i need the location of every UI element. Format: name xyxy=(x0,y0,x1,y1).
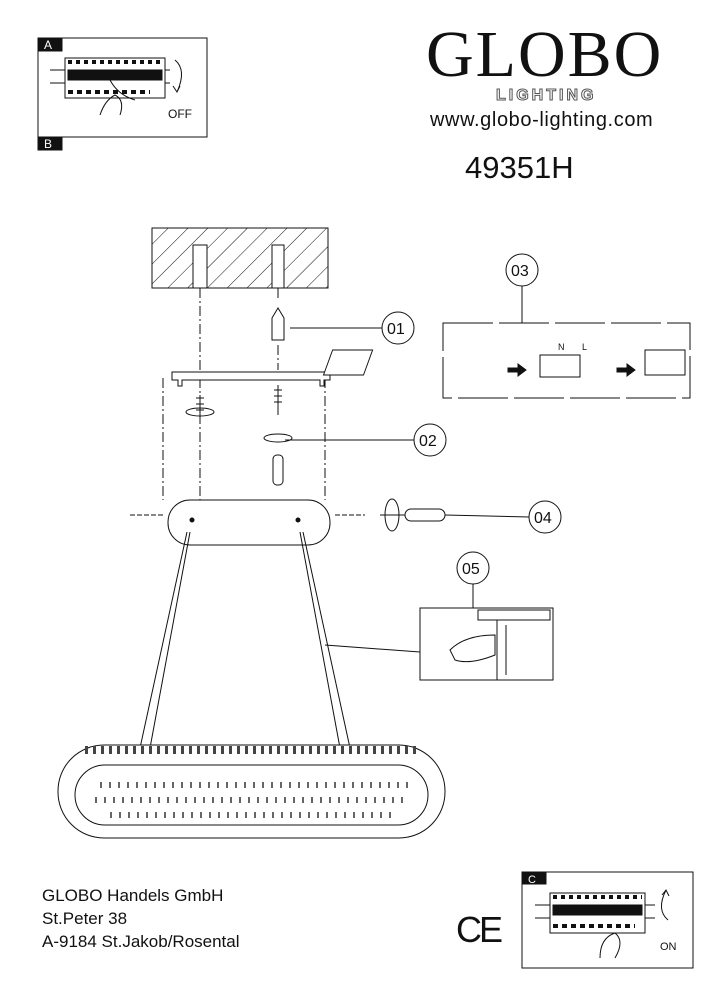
canopy xyxy=(167,499,331,546)
callout-02: 02 xyxy=(419,433,437,450)
live-label: L xyxy=(582,342,587,352)
panel-power-off: A B OFF xyxy=(37,37,208,151)
wall-plug-icon xyxy=(271,307,285,341)
lamp-body xyxy=(57,744,446,839)
panel-b-label: B xyxy=(44,137,52,151)
arrow-icon xyxy=(507,363,527,377)
arrow-icon xyxy=(616,363,636,377)
brand-url: www.globo-lighting.com xyxy=(430,109,654,131)
callout-01: 01 xyxy=(387,321,405,338)
rotate-arrow-icon xyxy=(661,889,670,921)
ce-mark: CE xyxy=(456,909,503,950)
address-line-1: GLOBO Handels GmbH xyxy=(42,886,224,905)
panel-power-on: C ON xyxy=(521,871,694,969)
screw-icon xyxy=(196,385,282,423)
address-line-2: St.Peter 38 xyxy=(42,909,128,928)
height-adjust-panel xyxy=(419,607,554,681)
address-line-3: A-9184 St.Jakob/Rosental xyxy=(42,932,240,951)
suspension-wires xyxy=(139,531,351,749)
off-label: OFF xyxy=(168,107,192,121)
callouts: 01 02 03 04 05 xyxy=(381,253,562,585)
mounting-bracket xyxy=(171,371,331,387)
wiring-panel xyxy=(442,322,691,399)
model-number: 49351H xyxy=(465,150,574,185)
on-label: ON xyxy=(660,941,677,953)
hand-icon xyxy=(599,932,621,959)
brand-logo: GLOBO xyxy=(426,18,664,91)
breaker-icon xyxy=(50,57,170,116)
hand-icon xyxy=(449,634,496,663)
panel-c-label: C xyxy=(528,874,536,886)
callout-03: 03 xyxy=(511,263,529,280)
callout-05: 05 xyxy=(462,561,480,578)
screwdriver-icon xyxy=(404,508,446,522)
neutral-label: N xyxy=(558,342,565,352)
screwdriver-icon xyxy=(272,454,284,486)
callout-04: 04 xyxy=(534,510,552,527)
ceiling xyxy=(151,227,329,289)
panel-a-label: A xyxy=(44,38,52,52)
rotate-arrow-icon xyxy=(172,59,182,93)
brand-sub: LIGHTING xyxy=(495,87,597,105)
